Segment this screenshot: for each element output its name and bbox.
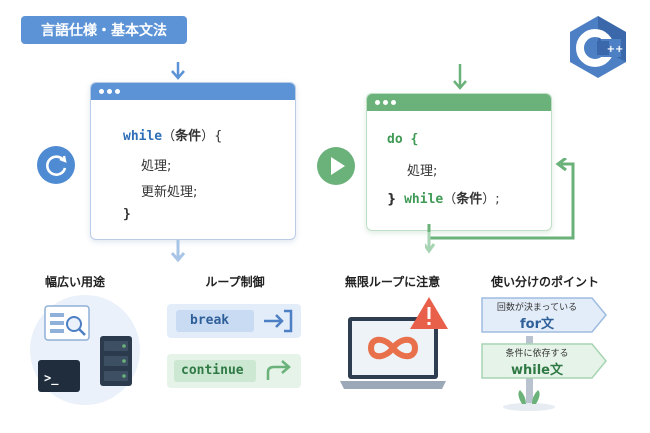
break-label: break [190, 313, 230, 328]
window-titlebar [367, 94, 551, 111]
page-title: 言語仕様・基本文法 [21, 16, 187, 44]
code-line-close: } [123, 207, 131, 222]
loop-back-arrow-icon [425, 158, 575, 254]
continue-chip [174, 360, 256, 382]
down-arrow-icon [453, 64, 467, 90]
refresh-icon [36, 145, 76, 189]
window-titlebar [91, 83, 295, 100]
code-line-do: do { [387, 132, 419, 147]
do-while-code-window: do { 処理; } while（条件）; [366, 93, 552, 231]
search-document-icon [44, 305, 90, 341]
code-line-process: 処理; [407, 164, 438, 179]
server-icon [100, 336, 132, 386]
cpp-logo-icon: ++ [567, 14, 629, 84]
continue-label: continue [181, 363, 244, 378]
down-arrow-icon [171, 62, 185, 80]
svg-text:++: ++ [607, 44, 624, 55]
down-arrow-icon [170, 240, 186, 263]
code-line-while: while（条件）{ [123, 129, 223, 144]
signpost-icon [481, 297, 607, 411]
terminal-icon: >_ [38, 360, 80, 392]
exit-arrow-icon [264, 309, 293, 333]
break-chip [176, 310, 254, 332]
section-loop-control-label: ループ制御 [205, 275, 265, 289]
play-icon [316, 146, 356, 190]
section-usage-label: 幅広い用途 [44, 275, 105, 289]
sign-for: 回数が決まっている for文 [496, 303, 578, 332]
sign-while: 条件に依存する while文 [505, 349, 569, 378]
while-code-window: while（条件）{ 処理; 更新処理; } [90, 82, 296, 240]
code-line-update: 更新処理; [141, 185, 198, 200]
laptop-infinity-icon [340, 297, 448, 389]
code-line-process: 処理; [141, 159, 172, 174]
section-infinite-label: 無限ループに注意 [344, 275, 441, 289]
section-choose-label: 使い分けのポイント [490, 275, 599, 289]
curve-arrow-icon [266, 360, 291, 380]
code-line-while-cond: } while（条件）; [387, 192, 500, 207]
